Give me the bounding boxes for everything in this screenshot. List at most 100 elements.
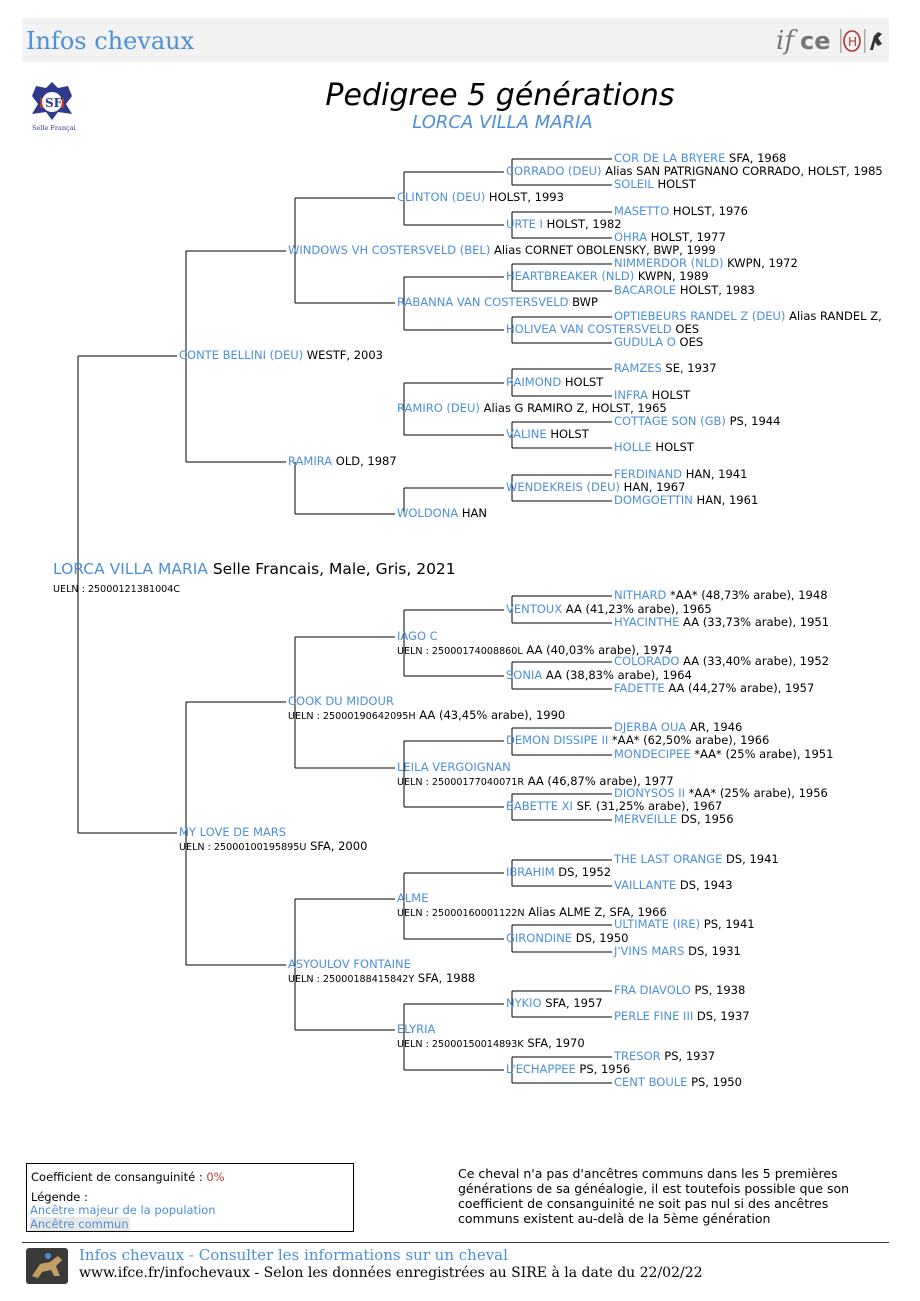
ancestor-info: Alias CORNET OBOLENSKY, BWP, 1999 [490,243,716,257]
ancestor-name[interactable]: ALME [397,891,429,905]
ancestor-name[interactable]: GUDULA O [614,335,676,349]
ancestor-name[interactable]: RAIMOND [506,375,562,389]
ancestor-name[interactable]: FERDINAND [614,467,683,481]
ancestor-ueln: UELN : 25000188415842Y [288,974,415,985]
ancestor-ssd: RABANNA VAN COSTERSVELD BWP [397,296,598,309]
ancestor-info: OES [671,322,700,336]
ancestor-name[interactable]: RAMIRO (DEU) [397,401,480,415]
ancestor-name[interactable]: ELYRIA [397,1022,436,1036]
ancestor-name[interactable]: COTTAGE SON (GB) [614,414,726,428]
ancestor-info: AR, 1946 [686,720,743,734]
ancestor-name[interactable]: VENTOUX [506,602,563,616]
ancestor-name[interactable]: DJERBA OUA [614,720,687,734]
subject-name[interactable]: LORCA VILLA MARIA [53,560,208,578]
ancestor-name[interactable]: OHRA [614,230,648,244]
ancestor-info: DS, 1931 [684,944,741,958]
brand-title[interactable]: Infos chevaux [26,27,195,55]
ancestor-name[interactable]: VALINE [506,427,547,441]
ancestor-info: DS, 1956 [677,812,734,826]
ancestor-info: HOLST [648,388,691,402]
ancestor-name[interactable]: COR DE LA BRYERE [614,151,726,165]
ancestor-name[interactable]: DEMON DISSIPE II [506,733,609,747]
ancestor-name[interactable]: URTE I [506,217,543,231]
ancestor-name[interactable]: CLINTON (DEU) [397,190,486,204]
ancestor-name[interactable]: FRA DIAVOLO [614,983,691,997]
ancestor-name[interactable]: PERLE FINE III [614,1009,694,1023]
ancestor-info: Alias RANDEL Z, [785,309,882,323]
ancestor-name[interactable]: ULTIMATE (IRE) [614,917,701,931]
ancestor-name[interactable]: MERVEILLE [614,812,678,826]
ancestor-name[interactable]: IBRAHIM [506,865,555,879]
ancestor-name[interactable]: LEILA VERGOIGNAN [397,760,511,774]
ancestor-dsdds: DIONYSOS II *AA* (25% arabe), 1956 [614,787,828,800]
ancestor-name[interactable]: HYACINTHE [614,615,680,629]
ancestor-info: HAN [458,506,487,520]
ancestor-ddsd: GIRONDINE DS, 1950 [506,932,628,945]
footer-title[interactable]: Infos chevaux - Consulter les informatio… [79,1246,508,1264]
ancestor-name[interactable]: L'ECHAPPEE [506,1062,576,1076]
ancestor-info: AA (33,73% arabe), 1951 [679,615,830,629]
subject-ueln: UELN : 25000121381004C [53,584,181,595]
ancestor-name[interactable]: MONDECIPEE [614,747,691,761]
ancestor-name[interactable]: RAMZES [614,361,662,375]
ancestor-name[interactable]: MY LOVE DE MARS [179,825,287,839]
ancestor-name[interactable]: THE LAST ORANGE [614,852,723,866]
ancestor-name[interactable]: CENT BOULE [614,1075,688,1089]
ancestor-name[interactable]: MASETTO [614,204,670,218]
ancestor-name[interactable]: VAILLANTE [614,878,677,892]
ancestor-name[interactable]: J'VINS MARS [614,944,685,958]
ancestor-name[interactable]: IAGO C [397,629,438,643]
ancestor-name[interactable]: BACAROLE [614,283,677,297]
ancestor-name[interactable]: WENDEKREIS (DEU) [506,480,621,494]
ancestor-name[interactable]: HOLLE [614,440,652,454]
ancestor-name[interactable]: HEARTBREAKER (NLD) [506,269,635,283]
ancestor-name[interactable]: SONIA [506,668,543,682]
ancestor-info: DS, 1943 [676,878,733,892]
legend-major-ancestor: Ancêtre majeur de la population [30,1203,216,1217]
footer-divider [22,1242,889,1243]
ancestor-name[interactable]: NYKIO [506,996,542,1010]
ancestor-name[interactable]: TRESOR [614,1049,661,1063]
ancestor-ddss: IBRAHIM DS, 1952 [506,866,611,879]
ancestor-dss: IAGO C [397,630,438,643]
ancestor-dds: ALME [397,892,428,905]
ancestor-name[interactable]: ASYOULOV FONTAINE [288,957,411,971]
ancestor-name[interactable]: WOLDONA [397,506,459,520]
ancestor-name[interactable]: BABETTE XI [506,799,573,813]
ancestor-ueln-row: UELN : 25000100195895U SFA, 2000 [179,840,367,854]
page-subtitle[interactable]: LORCA VILLA MARIA [412,112,593,133]
svg-text:Selle Français: Selle Français [32,124,76,132]
ancestor-ssdd: HOLIVEA VAN COSTERSVELD OES [506,323,699,336]
ancestor-name[interactable]: NIMMERDOR (NLD) [614,256,724,270]
ancestor-name[interactable]: DOMGOETTIN [614,493,693,507]
ancestor-name[interactable]: CONTE BELLINI (DEU) [179,348,304,362]
ancestor-name[interactable]: FADETTE [614,681,665,695]
ancestor-name[interactable]: DIONYSOS II [614,786,686,800]
ancestor-info: HAN, 1967 [620,480,686,494]
ancestor-ds_sd: HYACINTHE AA (33,73% arabe), 1951 [614,616,829,629]
ancestor-name[interactable]: CORRADO (DEU) [506,164,602,178]
ancestor-name[interactable]: WINDOWS VH COSTERSVELD (BEL) [288,243,491,257]
ancestor-info: PS, 1938 [690,983,746,997]
ancestor-name[interactable]: GIRONDINE [506,931,573,945]
ancestor-name[interactable]: RABANNA VAN COSTERSVELD [397,295,569,309]
ancestor-name[interactable]: COOK DU MIDOUR [288,694,394,708]
ancestor-info: HOLST [653,177,696,191]
ancestor-info: AA (44,27% arabe), 1957 [664,681,815,695]
ancestor-name[interactable]: SOLEIL [614,177,654,191]
ifce-logo-icon[interactable]: if ce H [774,22,886,58]
ancestor-ssssd: SOLEIL HOLST [614,178,696,191]
ancestor-ueln-row: UELN : 25000160001122N Alias ALME Z, SFA… [397,906,667,920]
ancestor-ueln-row: UELN : 25000150014893K SFA, 1970 [397,1037,585,1051]
ancestor-info: KWPN, 1989 [634,269,709,283]
ancestor-name[interactable]: NITHARD [614,588,667,602]
ancestor-info: SF. (31,25% arabe), 1967 [572,799,723,813]
ancestor-name[interactable]: HOLIVEA VAN COSTERSVELD [506,322,672,336]
ancestor-dsddd: MERVEILLE DS, 1956 [614,813,734,826]
consanguinity-note: Ce cheval n'a pas d'ancêtres communs dan… [458,1166,850,1226]
ancestor-info: HAN, 1941 [682,467,748,481]
ancestor-name[interactable]: RAMIRA [288,454,333,468]
ancestor-name[interactable]: INFRA [614,388,649,402]
ancestor-name[interactable]: COLORADO [614,654,680,668]
ancestor-name[interactable]: OPTIEBEURS RANDEL Z (DEU) [614,309,786,323]
